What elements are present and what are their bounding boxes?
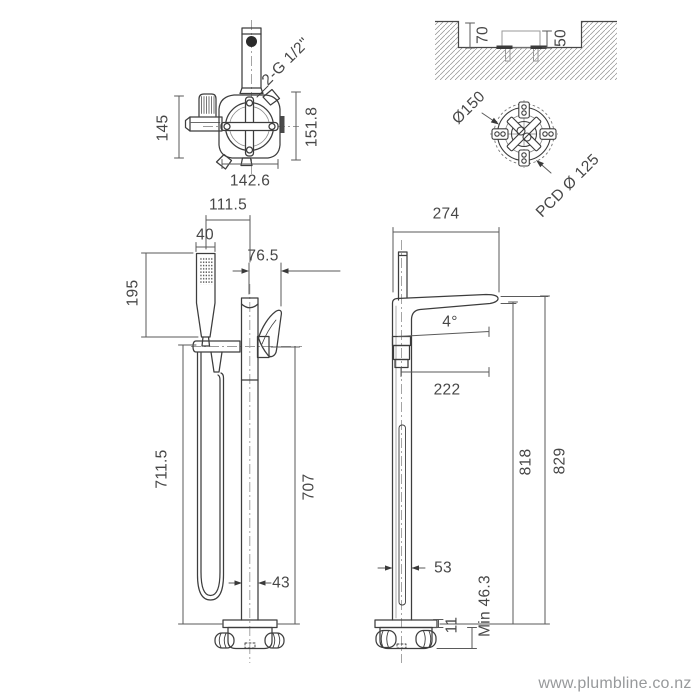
dim-line-50 [542, 30, 552, 49]
rough-in-box [501, 30, 541, 49]
website-link[interactable]: www.plumbline.co.nz [538, 675, 692, 692]
dim-line-11 [433, 619, 444, 628]
dim-label-11: 11 [443, 616, 461, 634]
dim-line-818 [500, 301, 518, 625]
side-view-linework [374, 251, 499, 650]
handle-arm [189, 116, 223, 132]
dim-line-195 [141, 252, 199, 338]
dim-label-829: 829 [551, 447, 569, 475]
base-body [227, 626, 273, 650]
dim-label-222: 222 [433, 381, 461, 399]
dim-label-195: 195 [124, 279, 142, 307]
floor-flange-side [374, 619, 438, 629]
dim-line-829 [439, 295, 550, 625]
dim-line-70 [465, 22, 475, 49]
handle-grip [198, 93, 217, 117]
dim-line-76-5 [232, 262, 341, 307]
dim-line-145 [174, 95, 184, 159]
dim-label-40: 40 [196, 226, 214, 244]
hose-outer [196, 352, 225, 601]
dim-line-min-46-3 [436, 627, 477, 649]
lever-blade [257, 309, 283, 358]
dim-line-274 [392, 227, 500, 293]
dim-label-711-5: 711.5 [153, 449, 171, 489]
dim-line-151-8 [291, 91, 301, 161]
dim-line-40 [195, 242, 216, 252]
dim-label-707: 707 [300, 473, 318, 501]
dim-label-4deg: 4° [442, 313, 458, 331]
dim-label-70: 70 [474, 26, 492, 44]
dim-label-274: 274 [432, 205, 460, 223]
dim-label-151-8: 151.8 [303, 106, 321, 148]
spout-outlet-dot [246, 36, 257, 47]
top-view-linework [184, 27, 285, 170]
handshower [195, 252, 216, 338]
dim-label-818: 818 [517, 448, 535, 476]
dim-label-53: 53 [434, 559, 452, 577]
dimension-arrowheads [234, 117, 544, 586]
dim-label-min-46-3: Min 46.3 [476, 575, 494, 637]
dim-label-76-5: 76.5 [247, 247, 279, 265]
dim-line-222 [400, 367, 490, 377]
dim-label-43: 43 [272, 574, 290, 592]
hose-inner [200, 352, 221, 597]
front-view-linework [192, 252, 285, 650]
dim-label-111-5: 111.5 [209, 196, 247, 214]
spout-profile [391, 293, 499, 621]
angle-line-4deg [397, 326, 490, 337]
dim-label-145: 145 [154, 114, 172, 142]
dim-line-111-5 [205, 215, 251, 263]
dim-label-142-6: 142.6 [229, 172, 271, 190]
dim-line-707 [270, 346, 300, 625]
spray-face [199, 257, 214, 285]
recess-detail-linework [435, 20, 617, 80]
dim-line-711-5 [178, 344, 223, 625]
base-body-side [379, 626, 433, 650]
dim-line-142-6 [221, 159, 279, 169]
flange-detail-linework [491, 101, 557, 167]
handshower-holder [192, 340, 241, 353]
dim-label-50: 50 [552, 29, 570, 47]
